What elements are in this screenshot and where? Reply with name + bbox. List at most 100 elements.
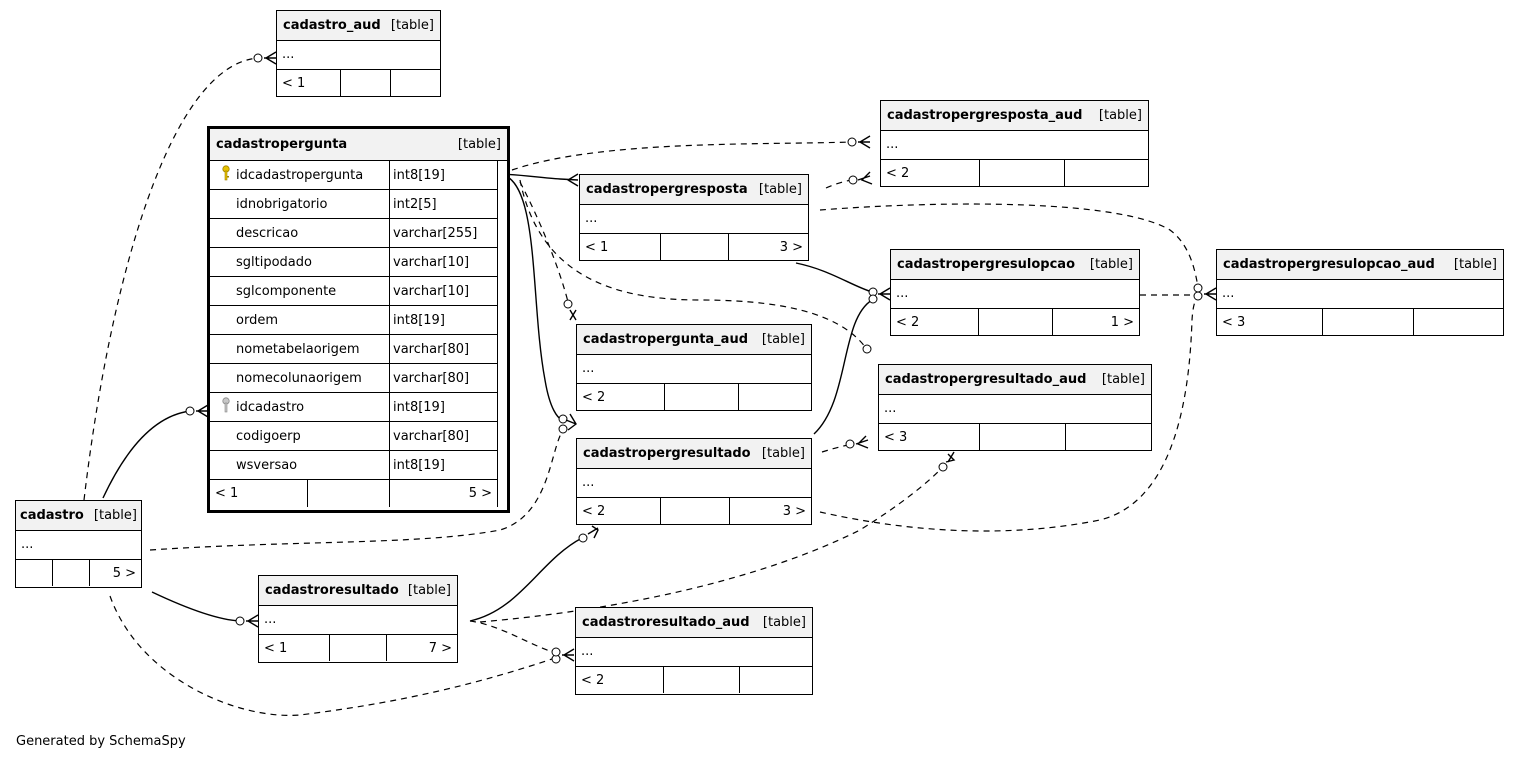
edge-arrow <box>264 51 277 65</box>
columns-ellipsis: ... <box>1217 280 1503 309</box>
edge-end-circle <box>558 414 568 424</box>
edge-arrow <box>945 451 956 463</box>
column-name: ordem <box>236 312 278 328</box>
edge-cadastropergresposta-aud <box>825 179 853 189</box>
table-name: cadastropergunta_aud <box>583 332 749 347</box>
table-name: cadastropergresulopcao_aud <box>1223 257 1435 272</box>
parents-count <box>16 560 53 586</box>
table-cadastropergresposta-aud[interactable]: cadastropergresposta_aud[table] ... < 2 <box>880 100 1149 187</box>
table-type-label: [table] <box>758 182 802 197</box>
column-name: wsversao <box>236 457 298 473</box>
column-type: int8[19] <box>393 167 445 183</box>
edge-cadastro-cadastropergunta <box>102 410 191 499</box>
parents-count: < 2 <box>881 160 980 186</box>
table-type-label: [table] <box>1098 108 1142 123</box>
edge-arrow <box>857 171 873 185</box>
table-cadastropergunta[interactable]: cadastropergunta [table] idcadastropergun… <box>207 126 510 513</box>
children-count <box>391 70 440 96</box>
table-type-label: [table] <box>761 332 805 347</box>
edge-cadastropergresultado-cadastropergresulopcao <box>813 299 873 435</box>
foreign-key-icon <box>216 397 236 417</box>
table-name: cadastroresultado <box>265 583 399 598</box>
table-type-label: [table] <box>93 508 137 523</box>
table-name: cadastroresultado_aud <box>582 615 750 630</box>
edge-cadastropergunta-cadastropergunta-aud <box>519 181 569 303</box>
primary-key-icon <box>216 165 236 185</box>
children-count: 1 > <box>1110 314 1134 330</box>
children-count: 5 > <box>112 565 136 581</box>
column-row: idcadastropergunta int8[19] <box>210 161 497 190</box>
edge-arrow <box>587 525 599 539</box>
column-type: varchar[80] <box>393 370 470 386</box>
table-type-label: [table] <box>390 18 434 33</box>
columns-ellipsis: ... <box>577 355 811 384</box>
edge-end-circle <box>253 53 263 63</box>
edge-arrow <box>569 309 577 321</box>
table-type-label: [table] <box>407 583 451 598</box>
edge-cadastropergunta-cadastropergresposta-aud <box>511 141 853 171</box>
edge-cadastropergunta-cadastropergresultado <box>499 173 563 421</box>
edge-end-circle <box>578 533 588 543</box>
edge-arrow <box>562 648 575 662</box>
edge-arrow <box>246 614 259 628</box>
parents-count: < 2 <box>891 309 979 335</box>
edge-end-circle <box>185 406 195 416</box>
edge-cadastroresultado-cadastropergresultado <box>469 537 583 622</box>
table-cadastropergresultado-aud[interactable]: cadastropergresultado_aud[table] ... < 3 <box>878 364 1152 451</box>
edge-end-circle <box>551 647 561 657</box>
children-count: 5 > <box>468 486 492 501</box>
table-cadastroresultado-aud[interactable]: cadastroresultado_aud[table] ... < 2 <box>575 607 813 695</box>
table-type-label: [table] <box>762 615 806 630</box>
edge-end-circle <box>868 294 878 304</box>
edge-end-circle <box>1193 283 1203 293</box>
column-name: nomecolunaorigem <box>236 370 362 386</box>
table-type-label: [table] <box>1453 257 1497 272</box>
parents-count: < 1 <box>210 480 308 507</box>
columns-ellipsis: ... <box>577 469 811 498</box>
table-cadastropergunta-aud[interactable]: cadastropergunta_aud[table] ... < 2 <box>576 324 812 411</box>
edge-end-circle <box>845 439 855 449</box>
edge-end-circle <box>848 175 858 185</box>
table-type-label: [table] <box>1089 257 1133 272</box>
table-cadastro[interactable]: cadastro[table] ... 5 > <box>15 500 142 588</box>
column-type: int8[19] <box>393 457 445 473</box>
edge-arrow <box>878 287 891 301</box>
table-type-label: [table] <box>457 137 501 152</box>
columns-ellipsis: ... <box>891 280 1139 309</box>
column-row: wsversao int8[19] <box>210 451 497 480</box>
children-count: 7 > <box>428 640 452 656</box>
table-name: cadastropergresposta_aud <box>887 108 1083 123</box>
children-count: 3 > <box>779 239 803 255</box>
parents-count: < 3 <box>879 424 980 450</box>
columns-ellipsis: ... <box>580 205 808 234</box>
edge-cadastropergresultado-aud <box>821 444 849 453</box>
column-type: int8[19] <box>393 312 445 328</box>
table-name: cadastropergunta <box>216 137 348 152</box>
table-name: cadastropergresultado_aud <box>885 372 1087 387</box>
column-type: varchar[80] <box>393 428 470 444</box>
table-name: cadastro <box>20 508 84 523</box>
edge-cadastropergresultado-cadastropergresulopcao-aud <box>819 299 1198 532</box>
edge-end-circle <box>235 616 245 626</box>
edge-end-circle <box>938 462 948 472</box>
edge-arrow <box>1204 287 1217 301</box>
children-count <box>1066 424 1151 450</box>
generated-by-label: Generated by SchemaSpy <box>16 734 186 749</box>
edge-cadastro-cadastropergresultado <box>149 429 564 551</box>
edge-end-circle <box>558 424 568 434</box>
edge-cadastropergresposta-cadastropergresulopcao-aud <box>819 203 1199 288</box>
table-cadastropergresulopcao-aud[interactable]: cadastropergresulopcao_aud[table] ... < … <box>1216 249 1504 336</box>
table-name: cadastropergresultado <box>583 446 751 461</box>
column-name: idcadastropergunta <box>236 167 364 183</box>
column-type: int2[5] <box>393 196 437 212</box>
table-cadastro-aud[interactable]: cadastro_aud[table] ... < 1 <box>276 10 441 97</box>
column-type: varchar[255] <box>393 225 478 241</box>
